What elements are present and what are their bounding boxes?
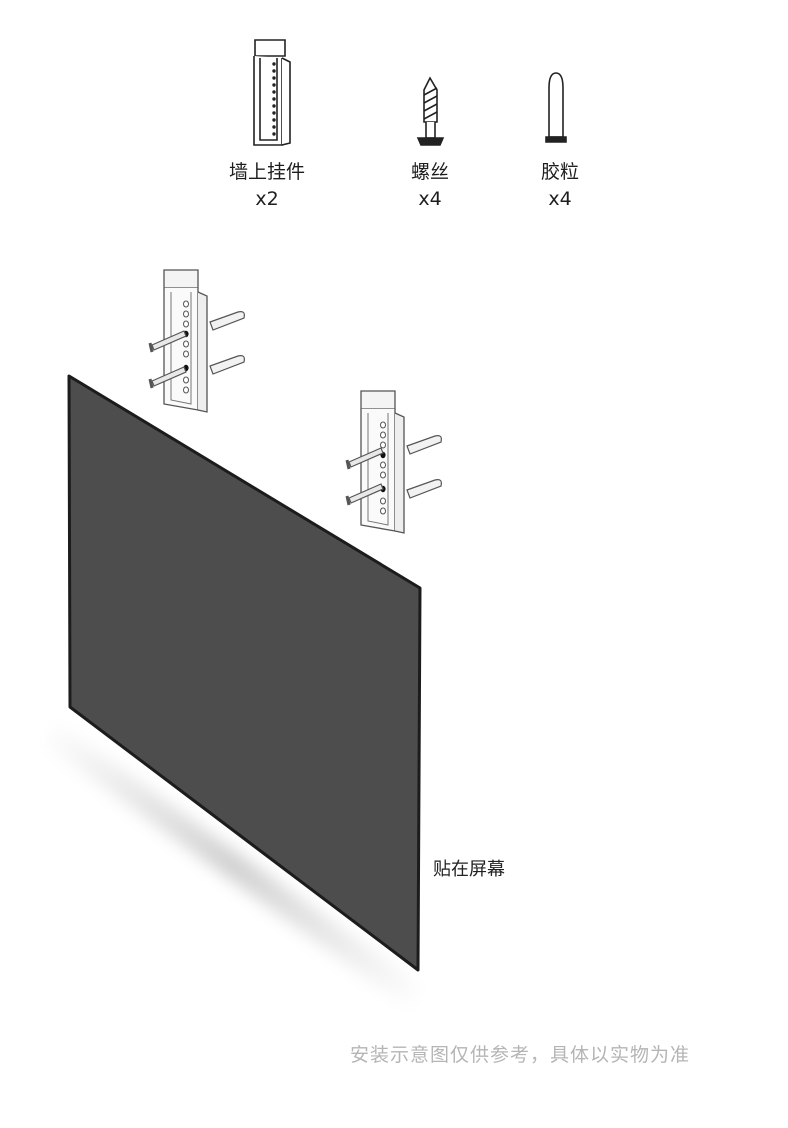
part-qty: x4 <box>548 188 572 210</box>
screw-icon <box>416 76 445 146</box>
wall-anchor-icon <box>545 72 567 143</box>
part-wall-bracket-label: 墙上挂件 x2 <box>207 159 327 213</box>
part-anchor-label: 胶粒 x4 <box>500 159 620 213</box>
part-qty: x2 <box>255 188 279 210</box>
disclaimer-note: 安装示意图仅供参考，具体以实物为准 <box>350 1044 691 1066</box>
part-name: 螺丝 <box>410 161 449 183</box>
wall-bracket-right <box>345 390 442 534</box>
part-name: 胶粒 <box>540 161 579 183</box>
projection-screen <box>67 374 422 972</box>
wall-bracket-left <box>148 269 245 413</box>
part-name: 墙上挂件 <box>228 161 305 183</box>
part-qty: x4 <box>418 188 442 210</box>
parts-illustration <box>253 39 567 146</box>
screen-shadow <box>45 720 420 1010</box>
part-screw-label: 螺丝 x4 <box>370 159 490 213</box>
wall-bracket-icon <box>253 39 291 146</box>
screen-attach-label: 贴在屏幕 <box>433 859 505 880</box>
